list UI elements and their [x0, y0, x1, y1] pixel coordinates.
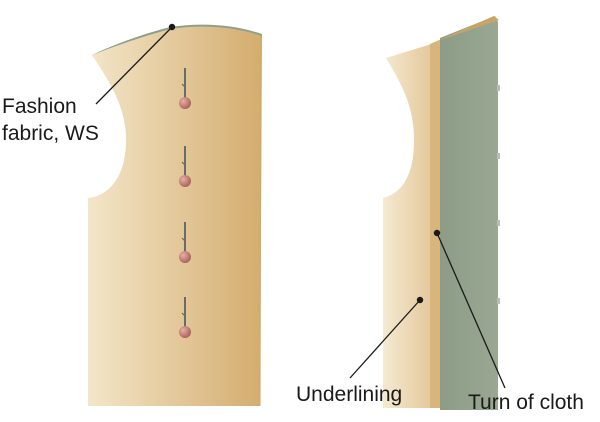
turn-of-cloth-layer: [440, 16, 498, 410]
fashion-fabric-panel: [88, 24, 262, 407]
label-fashion-fabric-line2: fabric, WS: [2, 122, 99, 145]
leader-line-fashion-fabric: [95, 26, 173, 105]
edge-notch: [497, 85, 500, 91]
label-turn-of-cloth: Turn of cloth: [468, 391, 584, 414]
turn-of-cloth-top-edge: [430, 16, 499, 44]
leader-line-turn-of-cloth: [436, 232, 506, 389]
label-fashion-fabric-line1: Fashion: [2, 95, 77, 118]
leader-lines: [95, 23, 506, 389]
edge-notch: [497, 220, 500, 226]
leader-dot: [168, 23, 176, 31]
underlining-shape: [383, 42, 438, 408]
label-underlining: Underlining: [296, 383, 403, 406]
underlining-panel: [383, 16, 500, 410]
fashion-fabric-edge: [92, 24, 262, 59]
fashion-fabric-side-edge: [259, 35, 262, 407]
fold-strip: [430, 40, 440, 408]
edge-notch: [497, 153, 500, 159]
leader-dot: [433, 229, 441, 237]
label-fashion-fabric-ws: Fashion fabric, WS: [2, 93, 99, 147]
edge-notch: [497, 298, 500, 304]
leader-dot: [416, 296, 424, 304]
fashion-fabric-shape: [88, 26, 262, 407]
leader-line-underlining: [349, 299, 421, 379]
